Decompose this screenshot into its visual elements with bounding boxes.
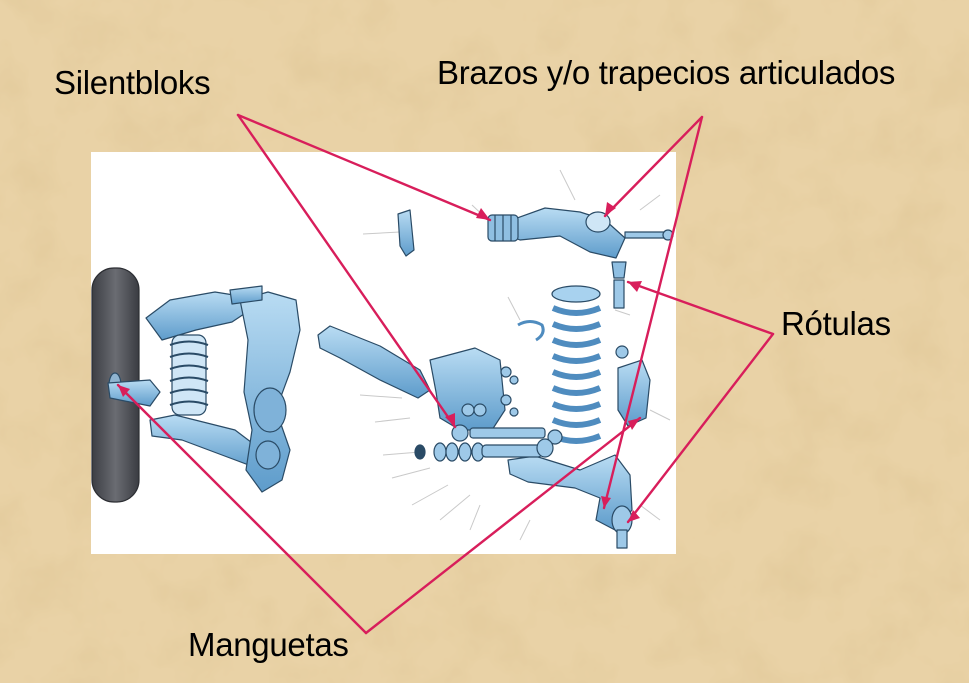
bushing-set (414, 403, 563, 462)
assembled-suspension (107, 285, 301, 493)
arrowhead (628, 418, 640, 430)
label-brazos-trapecios: Brazos y/o trapecios articulados (437, 54, 896, 91)
arrowhead (476, 208, 490, 220)
leader-brazos-1 (603, 115, 704, 218)
leader-manguetas-1 (116, 383, 368, 635)
leader-rotulas-2 (626, 332, 775, 524)
arrowhead (605, 202, 616, 216)
arrowhead (601, 496, 611, 508)
label-rotulas: Rótulas (781, 305, 891, 342)
leader-silentbloks-2 (236, 113, 457, 429)
bump-stop (397, 209, 415, 257)
label-manguetas: Manguetas (188, 626, 349, 663)
suspension-illustration (91, 169, 674, 549)
arrowhead (628, 281, 642, 292)
frame-bracket (429, 347, 506, 431)
coil-spring (551, 285, 602, 444)
label-silentbloks: Silentbloks (54, 64, 211, 101)
leader-rotulas-1 (626, 280, 775, 336)
arrowheads (118, 202, 642, 522)
leader-silentbloks-1 (236, 113, 492, 222)
arrowhead (445, 413, 455, 427)
lower-control-arm (317, 325, 431, 399)
leader-lines (116, 113, 775, 635)
arrowhead (628, 510, 640, 522)
leader-brazos-2 (602, 115, 704, 510)
arrowhead (118, 385, 130, 397)
leader-manguetas-2 (364, 416, 642, 635)
